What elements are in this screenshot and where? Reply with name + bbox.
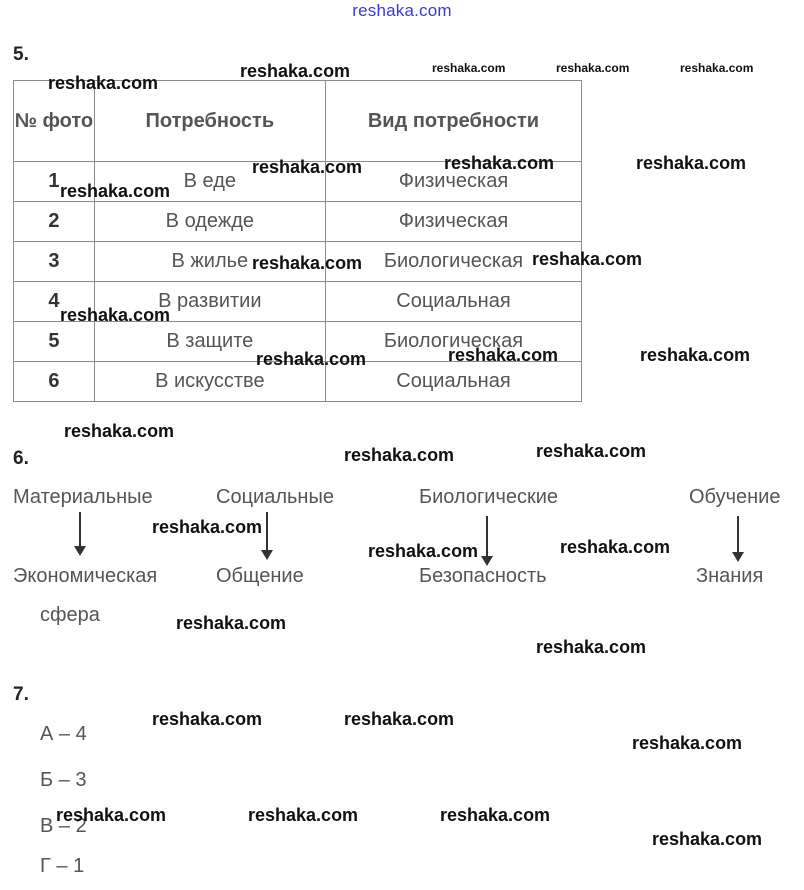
watermark: reshaka.com [60,181,171,201]
cell-id: 1 [13,161,95,202]
result-economic-sphere: сфера [40,604,100,626]
watermark: reshaka.com [48,73,159,93]
cell-id: 5 [13,321,95,362]
cell-id: 3 [13,241,95,282]
cell-type: Физическая [324,201,583,242]
watermark: reshaka.com [680,61,754,75]
cell-type: Биологическая [324,321,583,362]
cell-need: В защите [93,321,326,362]
arrow-down-icon [74,512,86,556]
arrow-down-icon [481,516,493,566]
watermark: reshaka.com [240,61,351,81]
result-safety: Безопасность [419,565,547,587]
need-category-learning: Обучение [689,486,781,508]
answer-a: А – 4 [40,723,87,745]
arrow-down-icon [261,512,273,560]
table-row: 3 В жилье Биологическая [13,241,583,282]
watermark: reshaka.com [248,805,359,825]
cell-need: В жилье [93,241,326,282]
watermark: reshaka.com [344,445,455,465]
watermark: reshaka.com [176,613,287,633]
watermark: reshaka.com [560,537,671,557]
needs-table: № фото Потребность Вид потребности 1 В е… [13,80,583,402]
watermark: reshaka.com [556,61,630,75]
watermark: reshaka.com [636,153,747,173]
cell-need: В еде [93,161,326,202]
watermark: reshaka.com [344,709,455,729]
watermark: reshaka.com [536,637,647,657]
cell-need: В одежде [93,201,326,242]
cell-type: Социальная [324,281,583,322]
watermark: reshaka.com [152,517,263,537]
watermark: reshaka.com [432,61,506,75]
arrow-down-icon [732,516,744,562]
watermark: reshaka.com [640,345,751,365]
watermark: reshaka.com [256,349,367,369]
watermark: reshaka.com [448,345,559,365]
result-knowledge: Знания [696,565,764,587]
result-economic: Экономическая [13,565,158,587]
cell-id: 2 [13,201,95,242]
table-row: 1 В еде Физическая [13,161,583,202]
header-photo-number: № фото [13,80,95,162]
table-header-row: № фото Потребность Вид потребности [13,80,583,162]
header-need: Потребность [93,80,326,162]
task-7-number: 7. [13,684,29,705]
result-communication: Общение [216,565,304,587]
task-5-number: 5. [13,44,29,65]
table-row: 2 В одежде Физическая [13,201,583,242]
table-row: 4 В развитии Социальная [13,281,583,322]
cell-id: 6 [13,361,95,402]
table-row: 5 В защите Биологическая [13,321,583,362]
header-need-type: Вид потребности [324,80,583,162]
cell-need: В искусстве [93,361,326,402]
watermark: reshaka.com [444,153,555,173]
answer-g: Г – 1 [40,855,85,877]
need-category-biological: Биологические [419,486,559,508]
watermark: reshaka.com [440,805,551,825]
table-row: 6 В искусстве Социальная [13,361,583,402]
watermark: reshaka.com [632,733,743,753]
watermark: reshaka.com [152,709,263,729]
answer-b: Б – 3 [40,769,87,791]
watermark: reshaka.com [536,441,647,461]
cell-type: Социальная [324,361,583,402]
site-header-link[interactable]: reshaka.com [352,1,452,20]
cell-id: 4 [13,281,95,322]
watermark: reshaka.com [252,253,363,273]
watermark: reshaka.com [368,541,479,561]
need-category-material: Материальные [13,486,153,508]
task-6-number: 6. [13,448,29,469]
cell-need: В развитии [93,281,326,322]
watermark: reshaka.com [532,249,643,269]
cell-type: Физическая [324,161,583,202]
need-category-social: Социальные [216,486,334,508]
watermark: reshaka.com [652,829,763,849]
watermark: reshaka.com [252,157,363,177]
cell-type: Биологическая [324,241,583,282]
watermark: reshaka.com [64,421,175,441]
answer-v: В – 2 [40,815,87,837]
watermark: reshaka.com [60,305,171,325]
watermark: reshaka.com [56,805,167,825]
